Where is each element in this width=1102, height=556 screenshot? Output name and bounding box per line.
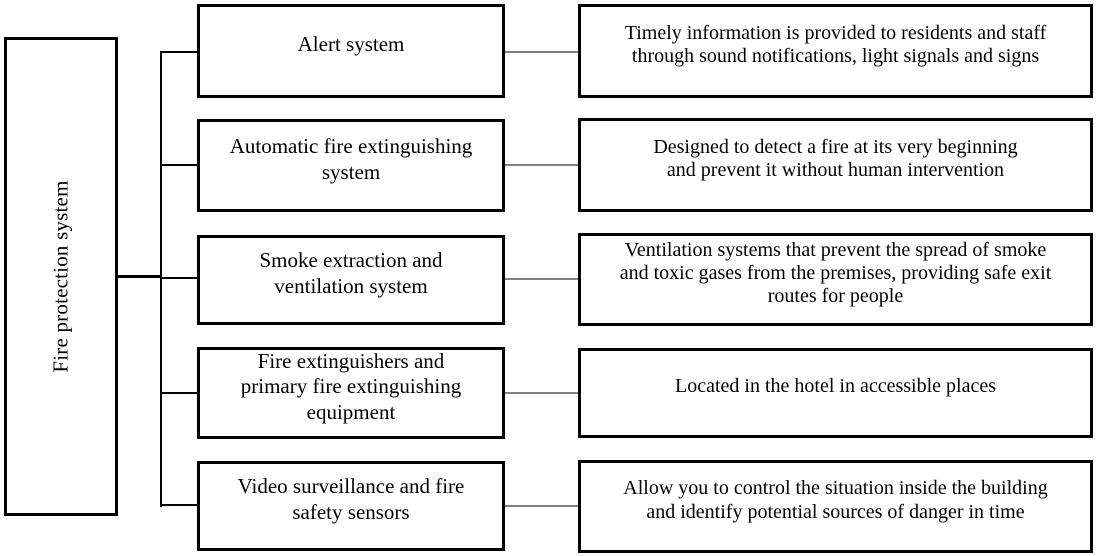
- root-label: Fire protection system: [48, 180, 73, 373]
- system-box-automatic-fire-extinguishing: Automatic fire extinguishing system: [197, 119, 505, 212]
- branch-connector-line-1: [160, 51, 198, 53]
- root-box-fire-protection-system: Fire protection system: [4, 37, 118, 516]
- branch-connector-line-3: [160, 277, 198, 279]
- description-text: Designed to detect a fire at its very be…: [653, 135, 1018, 181]
- description-text: Timely information is provided to reside…: [624, 21, 1047, 67]
- description-box-alert-system: Timely information is provided to reside…: [578, 4, 1093, 98]
- description-text: Ventilation systems that prevent the spr…: [619, 238, 1052, 308]
- description-text: Located in the hotel in accessible place…: [675, 375, 996, 398]
- description-connector-line-2: [505, 164, 578, 166]
- description-connector-line-4: [505, 392, 578, 394]
- system-label: Smoke extraction and ventilation system: [259, 248, 443, 298]
- description-connector-line-5: [505, 505, 578, 507]
- branch-connector-line-4: [160, 392, 198, 394]
- description-box-fire-extinguishers: Located in the hotel in accessible place…: [578, 348, 1093, 438]
- description-connector-line-1: [505, 51, 578, 53]
- system-box-smoke-extraction-ventilation: Smoke extraction and ventilation system: [197, 235, 505, 325]
- system-label: Fire extinguishers and primary fire exti…: [240, 348, 462, 424]
- system-label: Video surveillance and fire safety senso…: [237, 474, 465, 524]
- description-connector-line-3: [505, 278, 578, 280]
- description-box-video-surveillance: Allow you to control the situation insid…: [578, 460, 1093, 553]
- system-box-alert-system: Alert system: [197, 4, 505, 98]
- description-text: Allow you to control the situation insid…: [623, 477, 1048, 523]
- system-box-fire-extinguishers: Fire extinguishers and primary fire exti…: [197, 347, 505, 439]
- description-box-smoke-extraction-ventilation: Ventilation systems that prevent the spr…: [578, 233, 1093, 326]
- branch-connector-line-2: [160, 164, 198, 166]
- description-box-automatic-fire-extinguishing: Designed to detect a fire at its very be…: [578, 118, 1093, 212]
- root-connector-line: [118, 275, 161, 278]
- branch-connector-line-5: [160, 504, 198, 506]
- system-label: Alert system: [297, 32, 405, 57]
- system-label: Automatic fire extinguishing system: [229, 133, 473, 184]
- trunk-connector-line: [160, 51, 162, 507]
- system-box-video-surveillance: Video surveillance and fire safety senso…: [197, 461, 505, 551]
